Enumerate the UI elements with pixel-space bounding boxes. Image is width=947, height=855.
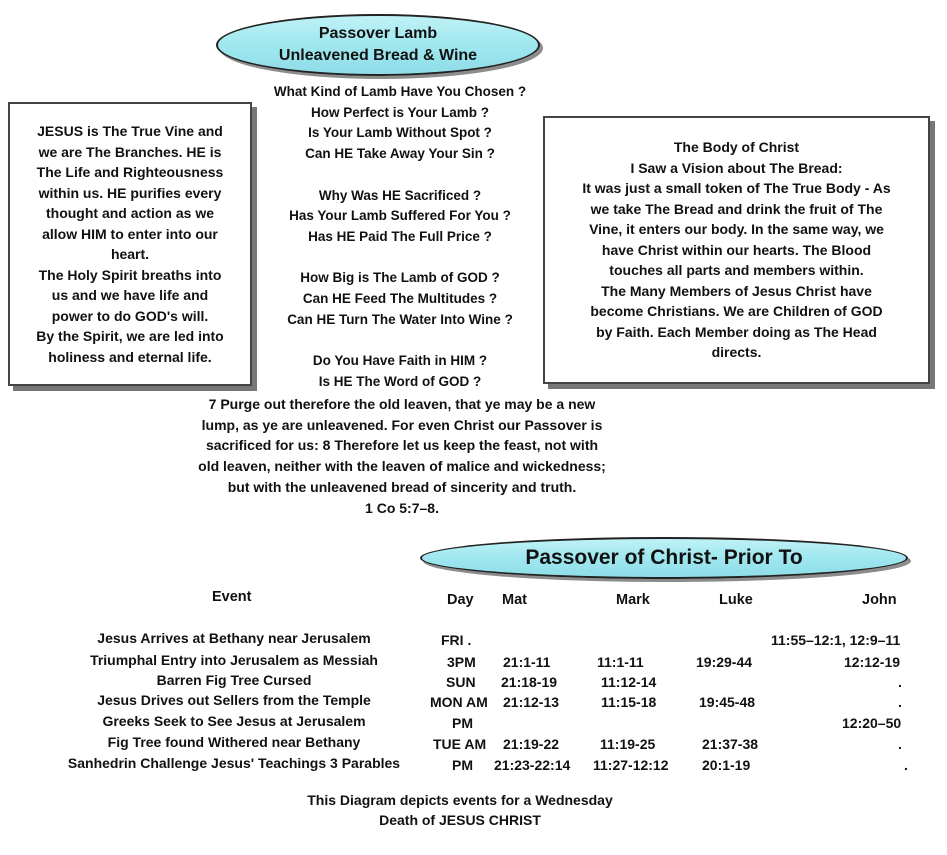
box-text-line: holiness and eternal life. [48,348,212,365]
john-cell: 11:55–12:1, 12:9–11 [771,632,901,648]
john-cell: . [898,674,902,690]
box-text-line: The Many Members of Jesus Christ have [601,282,872,299]
box-text-line: allow HIM to enter into our [42,225,218,242]
box-text-line: It was just a small token of The True Bo… [582,180,891,196]
scripture-line: 1 Co 5:7–8. [365,499,439,516]
box-text-line: I Saw a Vision about The Bread: [630,159,843,176]
question-line: Why Was HE Sacrificed ? [318,187,482,203]
event-cell: Sanhedrin Challenge Jesus' Teachings 3 P… [67,755,401,771]
question-line: Is HE The Word of GOD ? [318,373,482,389]
luke-cell: 19:45-48 [699,694,756,710]
john-cell: 12:20–50 [842,715,902,731]
question-line: What Kind of Lamb Have You Chosen ? [273,84,527,99]
mark-cell: 11:12-14 [601,674,657,690]
mat-cell: 21:1-11 [503,654,551,670]
question-line: Is Your Lamb Without Spot ? [308,125,492,141]
day-cell: FRI . [441,632,472,648]
mark-cell: 11:19-25 [600,736,656,752]
section-banner: Passover of Christ- Prior To [420,537,908,579]
box-text-line: have Christ within our hearts. The Blood [601,241,872,258]
mark-cell: 11:15-18 [601,694,657,710]
luke-cell: 20:1-19 [702,757,751,773]
event-cell: Triumphal Entry into Jerusalem as Messia… [90,652,378,668]
box-text-line: The Holy Spirit breaths into [38,266,222,283]
box-text-line: JESUS is The True Vine and [37,123,223,139]
box-text-line: power to do GOD's will. [51,307,209,324]
footer-line-2: Death of JESUS CHRIST [379,812,541,828]
john-cell: 12:12-19 [844,654,901,670]
event-cell: Jesus Drives out Sellers from the Temple [97,692,371,708]
mark-cell: 11:1-11 [597,654,644,670]
box-text-line: The Life and Righteousness [36,164,224,180]
mat-cell: 21:19-22 [503,736,560,752]
scripture-line: sacrificed for us: 8 Therefore let us ke… [205,437,599,454]
day-cell: SUN [446,674,476,690]
header-john: John [862,592,897,608]
question-line: How Perfect is Your Lamb ? [310,104,490,120]
box-text-line: The Body of Christ [673,139,800,155]
question-line: Has Your Lamb Suffered For You ? [289,208,511,224]
scripture-passage: 7 Purge out therefore the old leaven, th… [152,394,652,518]
mark-cell: 11:27-12:12 [593,757,669,773]
luke-cell: 19:29-44 [696,654,753,670]
footer-line-1: This Diagram depicts events for a Wednes… [307,792,613,808]
box-text-line: By the Spirit, we are led into [36,328,224,344]
day-cell: MON AM [430,694,488,710]
scripture-line: 7 Purge out therefore the old leaven, th… [208,396,596,412]
day-cell: PM [452,757,473,773]
header-luke: Luke [719,592,753,608]
john-cell: . [898,736,902,752]
true-vine-box: JESUS is The True Vine and we are The Bra… [8,102,252,386]
title-line-1: Passover Lamb [318,25,438,42]
question-line: Has HE Paid The Full Price ? [308,228,492,244]
day-cell: PM [452,715,473,731]
header-mark: Mark [616,592,650,608]
question-line: Do You Have Faith in HIM ? [312,353,488,369]
box-text-line: become Christians. We are Children of GO… [590,303,883,319]
box-text-line: we are The Branches. HE is [38,143,222,160]
scripture-line: old leaven, neither with the leaven of m… [198,458,606,475]
day-cell: TUE AM [433,736,487,752]
box-text-line: us and we have life and [51,287,209,303]
box-text-line: touches all parts and members within. [609,262,864,278]
box-text-line: directs. [711,344,762,360]
question-line: Can HE Feed The Multitudes ? [302,291,498,306]
header-mat: Mat [502,592,527,608]
event-cell: Barren Fig Tree Cursed [156,672,312,688]
title-line-2: Unleavened Bread & Wine [278,47,478,64]
day-cell: 3PM [447,654,476,670]
box-text-line: within us. HE purifies every [38,184,222,201]
box-text-line: thought and action as we [45,205,214,221]
header-event: Event [212,589,252,605]
mat-cell: 21:23-22:14 [494,757,571,773]
lamb-questions: What Kind of Lamb Have You Chosen ? How P… [240,82,560,393]
box-text-line: heart. [110,246,150,262]
footer-note: This Diagram depicts events for a Wednes… [230,790,690,830]
event-cell: Fig Tree found Withered near Bethany [107,734,361,750]
body-of-christ-box: The Body of Christ I Saw a Vision about T… [543,116,930,384]
title-banner: Passover Lamb Unleavened Bread & Wine [216,14,540,76]
section-title: Passover of Christ- Prior To [525,546,803,569]
question-line: Can HE Take Away Your Sin ? [305,146,495,162]
mat-cell: 21:18-19 [501,674,558,690]
box-text-line: Vine, it enters our body. In the same wa… [589,221,884,237]
scripture-line: lump, as ye are unleavened. For even Chr… [201,416,603,433]
box-text-line: by Faith. Each Member doing as The Head [596,323,877,340]
luke-cell: 21:37-38 [702,736,759,752]
question-line: Can HE Turn The Water Into Wine ? [287,311,513,327]
question-line [240,330,560,351]
box-text-line: we take The Bread and drink the fruit of… [590,200,883,217]
event-cell: Greeks Seek to See Jesus at Jerusalem [102,713,366,729]
john-cell: . [904,757,908,773]
scripture-line: but with the unleavened bread of sinceri… [227,478,577,495]
question-line: How Big is The Lamb of GOD ? [300,270,500,286]
john-cell: . [898,694,902,710]
question-line [240,165,560,186]
mat-cell: 21:12-13 [503,694,560,710]
event-cell: Jesus Arrives at Bethany near Jerusalem [97,630,371,646]
question-line [240,248,560,269]
header-day: Day [447,592,474,608]
